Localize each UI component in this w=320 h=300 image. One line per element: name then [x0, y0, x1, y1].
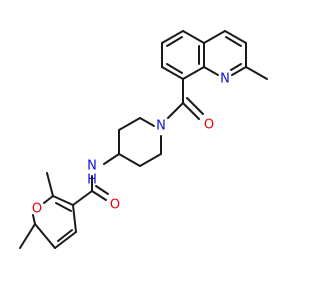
atom-label: N [220, 72, 230, 87]
bond [231, 66, 247, 76]
atom-label: O [110, 198, 120, 213]
bond [225, 36, 242, 47]
bond [34, 223, 56, 249]
atom-carbonyl-o-bottom: O [110, 198, 120, 213]
bond [139, 117, 155, 127]
bond [161, 66, 184, 80]
bond [245, 66, 268, 80]
atom-quinoline-n: N [220, 72, 230, 87]
quinoline-pyridine-ring [203, 30, 268, 80]
bond [166, 63, 183, 74]
bond [118, 153, 141, 167]
quinoline-benzo-ring [161, 30, 205, 80]
atom-furan-o: O [32, 202, 42, 217]
bond [55, 202, 72, 212]
atom-label: N [87, 159, 97, 174]
atom-carbonyl-o-top: O [204, 118, 214, 133]
bond [32, 214, 36, 225]
bond [203, 30, 226, 44]
bond [57, 229, 73, 242]
furan-ring [19, 172, 77, 249]
bond [182, 102, 200, 120]
bond [19, 223, 36, 249]
bond [46, 172, 54, 197]
atom-label: O [32, 202, 42, 217]
bond [52, 195, 74, 206]
atom-amide-nh: N H [87, 159, 97, 188]
molecule-canvas: N O N N H O O [19, 30, 268, 249]
bond [203, 66, 219, 76]
bond [43, 195, 54, 204]
bond [91, 190, 107, 201]
bond [182, 66, 205, 80]
bond [72, 204, 77, 233]
atom-piperidine-n: N [156, 119, 166, 134]
structure-diagram: N O N N H O O [19, 30, 268, 249]
bond [224, 30, 247, 44]
bond [230, 63, 242, 71]
atom-label: H [87, 173, 97, 188]
bond [186, 97, 204, 115]
bond [95, 185, 109, 195]
bond [182, 30, 205, 44]
bond [167, 102, 184, 119]
atom-label: N [156, 119, 166, 134]
bond [72, 190, 93, 206]
bond [161, 30, 184, 44]
piperidine-ring [118, 117, 162, 167]
bond [118, 117, 141, 131]
bond [103, 153, 120, 165]
bond [54, 231, 77, 249]
bond [166, 36, 183, 47]
atom-label: O [204, 118, 214, 133]
bond [139, 153, 162, 167]
